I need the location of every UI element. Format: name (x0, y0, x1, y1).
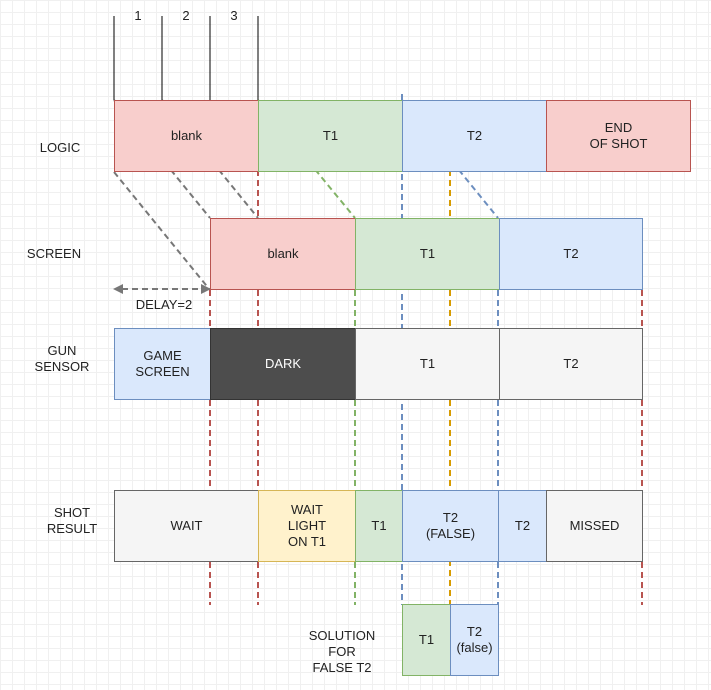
logic-t2: T2 (402, 100, 547, 172)
row-label-shot-result: SHOT RESULT (46, 505, 98, 536)
delay-label: DELAY=2 (135, 297, 193, 312)
shot-result-t1: T1 (355, 490, 403, 562)
logic-blank: blank (114, 100, 259, 172)
solution-t1: T1 (402, 604, 451, 676)
row-label-gun-sensor: GUN SENSOR (34, 343, 90, 374)
shot-result-wait-light: WAIT LIGHT ON T1 (258, 490, 356, 562)
frame-number: 1 (134, 8, 142, 23)
gun-sensor-t1: T1 (355, 328, 500, 400)
shot-result-missed: MISSED (546, 490, 643, 562)
row-label-logic: LOGIC (39, 140, 81, 155)
gun-sensor-t2: T2 (499, 328, 643, 400)
shot-result-wait: WAIT (114, 490, 259, 562)
shot-result-t2-false: T2 (FALSE) (402, 490, 499, 562)
screen-t2: T2 (499, 218, 643, 290)
frame-number: 3 (230, 8, 238, 23)
frame-number: 2 (182, 8, 190, 23)
row-label-solution: SOLUTION FOR FALSE T2 (308, 628, 376, 675)
logic-t1: T1 (258, 100, 403, 172)
screen-t1: T1 (355, 218, 500, 290)
gun-sensor-dark: DARK (210, 328, 356, 400)
logic-end-of-shot: END OF SHOT (546, 100, 691, 172)
delay-arrow (113, 284, 211, 294)
shot-result-t2: T2 (498, 490, 547, 562)
gun-sensor-game-screen: GAME SCREEN (114, 328, 211, 400)
delay-diagonal (113, 171, 211, 291)
row-label-screen: SCREEN (26, 246, 82, 261)
screen-blank: blank (210, 218, 356, 290)
solution-t2-false: T2 (false) (450, 604, 499, 676)
